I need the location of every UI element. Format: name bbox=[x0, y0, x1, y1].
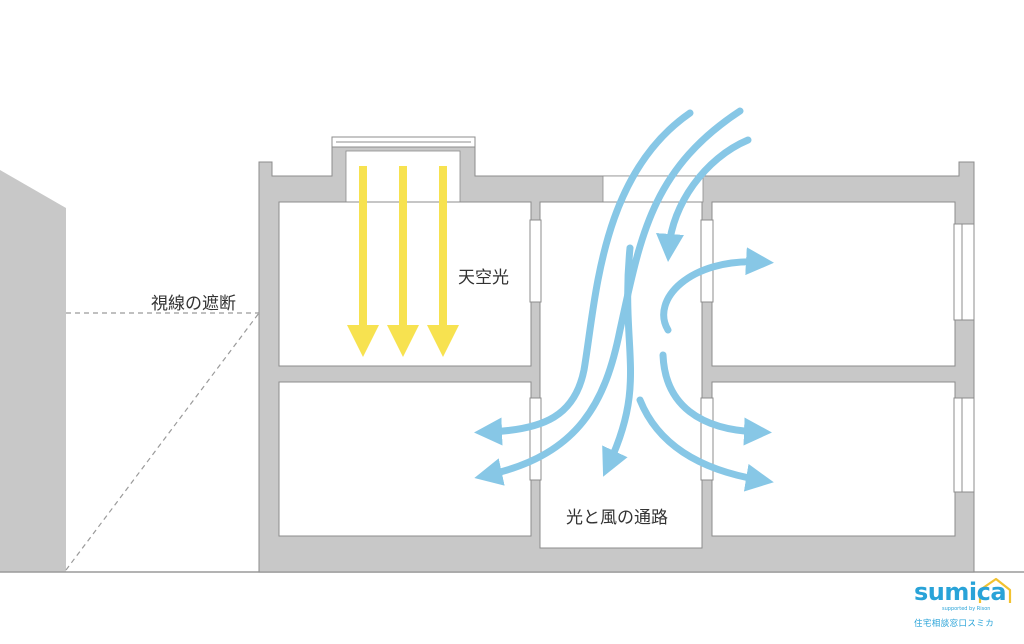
label-passage: 光と風の通路 bbox=[566, 508, 668, 528]
sumica-logo: sumica supported by Rison 住宅相談窓口スミカ bbox=[912, 576, 1012, 632]
skylight-arrows bbox=[347, 166, 459, 357]
logo-tagline: 住宅相談窓口スミカ bbox=[914, 619, 995, 629]
room-upper-right bbox=[711, 201, 956, 367]
openings bbox=[529, 219, 975, 493]
logo-supported: supported by Rison bbox=[942, 606, 991, 612]
curved-arrow-icon bbox=[660, 247, 774, 334]
neighbor-building bbox=[0, 170, 66, 572]
room-lower-right bbox=[711, 381, 956, 537]
label-skylight: 天空光 bbox=[458, 268, 509, 288]
wind-arrows bbox=[474, 107, 774, 492]
label-line-of-sight: 視線の遮断 bbox=[151, 294, 236, 314]
curved-arrow-icon bbox=[636, 396, 774, 492]
house-roof-icon bbox=[978, 577, 1012, 603]
central-void bbox=[539, 201, 703, 549]
sight-line-diagonal bbox=[65, 312, 260, 571]
curved-arrow-icon bbox=[602, 244, 635, 477]
curved-arrow-icon bbox=[656, 136, 752, 262]
logo-wordmark: sumica bbox=[914, 578, 1007, 606]
curved-arrow-icon bbox=[474, 107, 744, 486]
curved-arrow-icon bbox=[474, 109, 694, 446]
curved-arrow-icon bbox=[659, 351, 772, 446]
room-lower-left bbox=[278, 381, 532, 537]
